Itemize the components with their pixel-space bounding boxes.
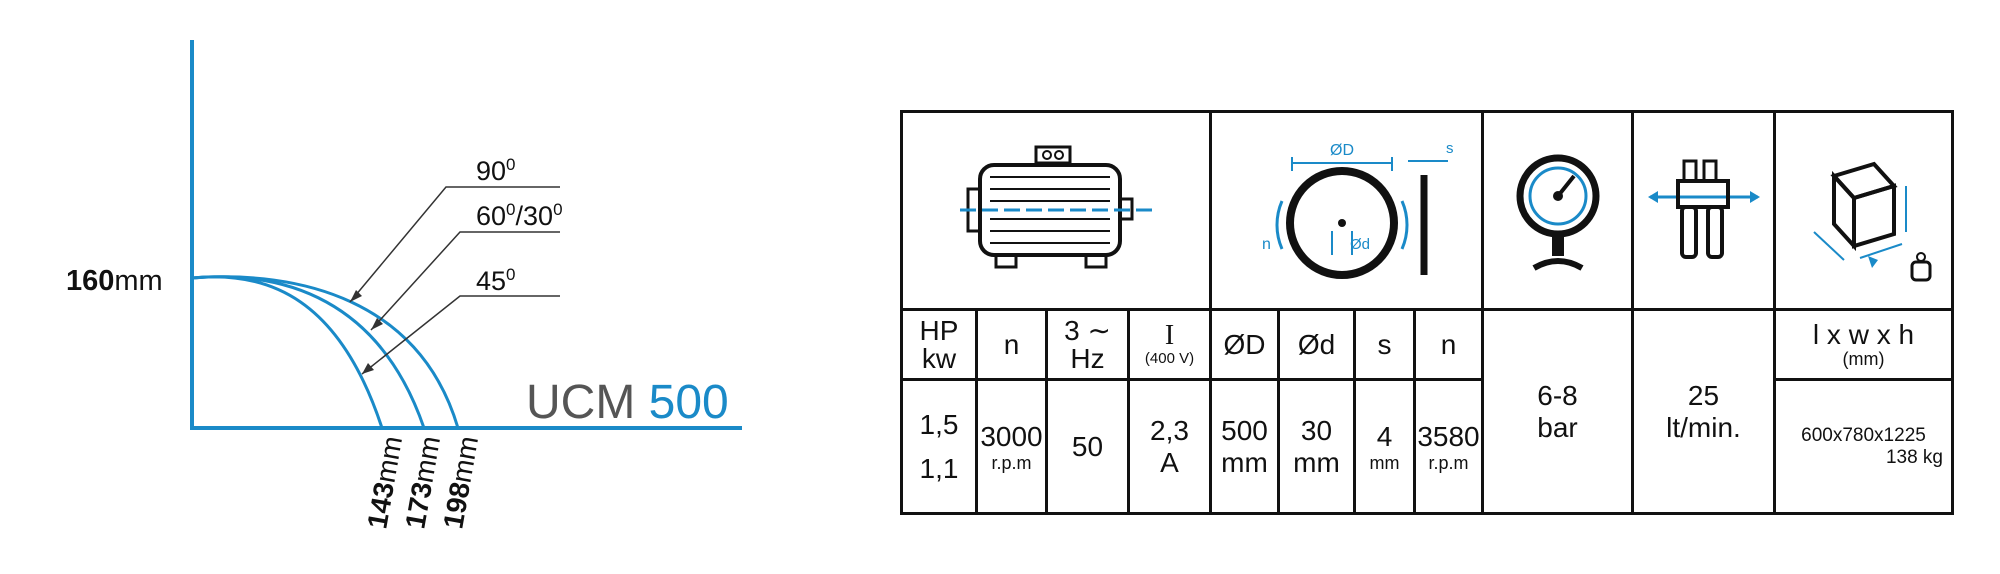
arrowhead-60-30 [371,318,383,330]
value-hz: 50 [1045,378,1130,515]
svg-text:n: n [1262,236,1271,253]
header-n: n [975,308,1048,381]
curve-90 [191,275,460,429]
angle-label-60-30: 600/300 [476,200,563,231]
air-regulator-icon [1647,159,1760,259]
leader-60-30 [370,231,560,331]
header-diameter-d: Ød [1277,308,1356,381]
width-label-173: 173mm [399,434,446,531]
motor-icon [960,145,1152,268]
package-dimensions-icon [1812,161,1931,281]
svg-text:Ød: Ød [1350,236,1370,253]
arrowhead-90 [350,290,362,302]
air-cell [1631,110,1776,311]
angle-label-45: 450 [476,265,516,296]
angle-label-90: 900 [476,155,516,186]
model-label: UCM 500 [526,376,729,429]
cutting-capacity-diagram: 900 600/300 450 160mm UCM 500 143mm 173m… [66,40,742,531]
header-thickness: s [1353,308,1416,381]
header-diameter-D: ØD [1209,308,1280,381]
saw-blade-icon: ØD Ød n s [1262,140,1454,279]
pressure-gauge-icon [1516,154,1599,271]
spec-table-wrapper: ØD Ød n s [900,110,1954,515]
svg-text:s: s [1446,140,1454,157]
header-current: I(400 V) [1127,308,1212,381]
height-label: 160mm [66,265,163,297]
package-cell [1773,110,1954,311]
arrowhead-45 [362,363,374,374]
leader-90 [349,186,560,303]
header-dims: l x w x h(mm) [1773,308,1954,381]
motor-cell [900,110,1212,311]
saw-blade-cell: ØD Ød n s [1209,110,1484,311]
leader-45 [361,295,560,375]
spec-table: ØD Ød n s [900,110,1954,515]
pressure-cell [1481,110,1634,311]
svg-text:ØD: ØD [1330,142,1354,159]
header-blade-n: n [1413,308,1484,381]
header-hz: 3 ∼Hz [1045,308,1130,381]
